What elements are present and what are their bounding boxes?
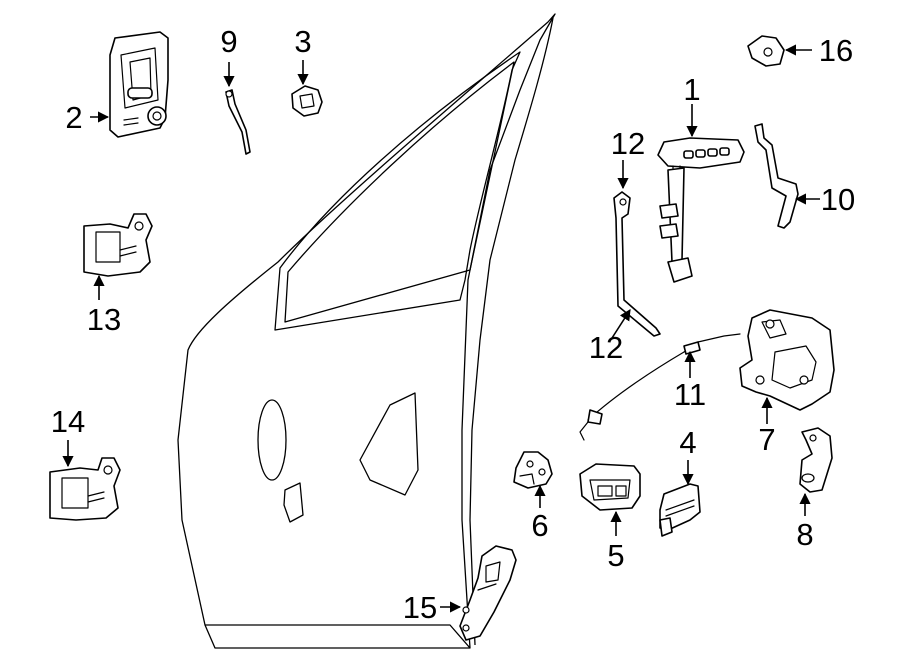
- callout-7: 7: [758, 422, 775, 457]
- lower-hinge-part-14: [49, 457, 121, 521]
- callout-15: 15: [403, 590, 437, 625]
- callout-16: 16: [819, 33, 853, 68]
- callout-14: 14: [51, 404, 85, 439]
- callout-1: 1: [683, 72, 700, 107]
- door-check-part-15: [459, 545, 517, 641]
- clip-part-3: [291, 85, 323, 117]
- outside-handle-part-1: [657, 137, 745, 283]
- rod-part-10: [754, 123, 799, 229]
- callout-12-top: 12: [611, 126, 645, 161]
- callout-13: 13: [87, 302, 121, 337]
- callout-8: 8: [796, 517, 813, 552]
- lock-rod-part-12: [613, 191, 661, 337]
- leader-12-bottom: [611, 309, 631, 339]
- callout-4: 4: [679, 425, 696, 460]
- check-bracket-part-6: [513, 451, 553, 489]
- bracket-part-16: [747, 35, 785, 67]
- cable-part-11: [579, 333, 741, 441]
- callout-12-bottom: 12: [589, 330, 623, 365]
- actuator-part-4: [659, 483, 701, 537]
- callout-2: 2: [65, 100, 82, 135]
- handle-bezel-part-5: [579, 463, 641, 511]
- latch-part-7: [739, 309, 835, 411]
- callout-11: 11: [674, 377, 706, 412]
- inside-handle-part-2: [109, 31, 169, 138]
- callout-10: 10: [821, 182, 855, 217]
- rod-part-9: [225, 89, 251, 155]
- door-shell: [177, 13, 556, 649]
- callout-5: 5: [607, 538, 624, 573]
- striker-part-8: [799, 427, 833, 493]
- callout-6: 6: [531, 508, 548, 543]
- upper-hinge-part-13: [83, 213, 153, 277]
- callout-9: 9: [220, 24, 237, 59]
- callout-3: 3: [294, 24, 311, 59]
